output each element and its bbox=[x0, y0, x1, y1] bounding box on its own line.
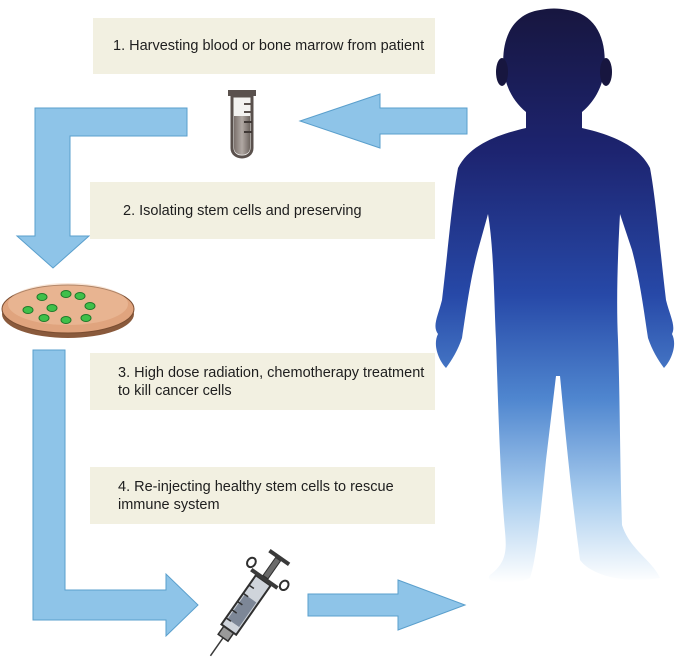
step-1-label: 1. Harvesting blood or bone marrow from … bbox=[113, 38, 425, 54]
syringe-icon bbox=[209, 548, 291, 657]
patient-silhouette bbox=[435, 8, 675, 583]
step-4-box: 4. Re-injecting healthy stem cells to re… bbox=[90, 467, 435, 524]
arrow-to-syringe bbox=[32, 349, 199, 638]
arrow-to-dish bbox=[15, 107, 188, 269]
arrow-to-patient bbox=[307, 579, 467, 631]
petri-dish-icon bbox=[1, 283, 135, 338]
step-3-box: 3. High dose radiation, chemotherapy tre… bbox=[90, 353, 435, 410]
step-2-label: 2. Isolating stem cells and preserving bbox=[123, 202, 362, 219]
arrow-to-tube bbox=[298, 93, 468, 149]
step-2-box: 2. Isolating stem cells and preserving bbox=[90, 182, 435, 239]
step-3-label: 3. High dose radiation, chemotherapy tre… bbox=[118, 364, 425, 399]
step-1-box: 1. Harvesting blood or bone marrow from … bbox=[93, 18, 435, 74]
test-tube-icon bbox=[228, 90, 256, 159]
step-4-label: 4. Re-injecting healthy stem cells to re… bbox=[118, 478, 394, 513]
